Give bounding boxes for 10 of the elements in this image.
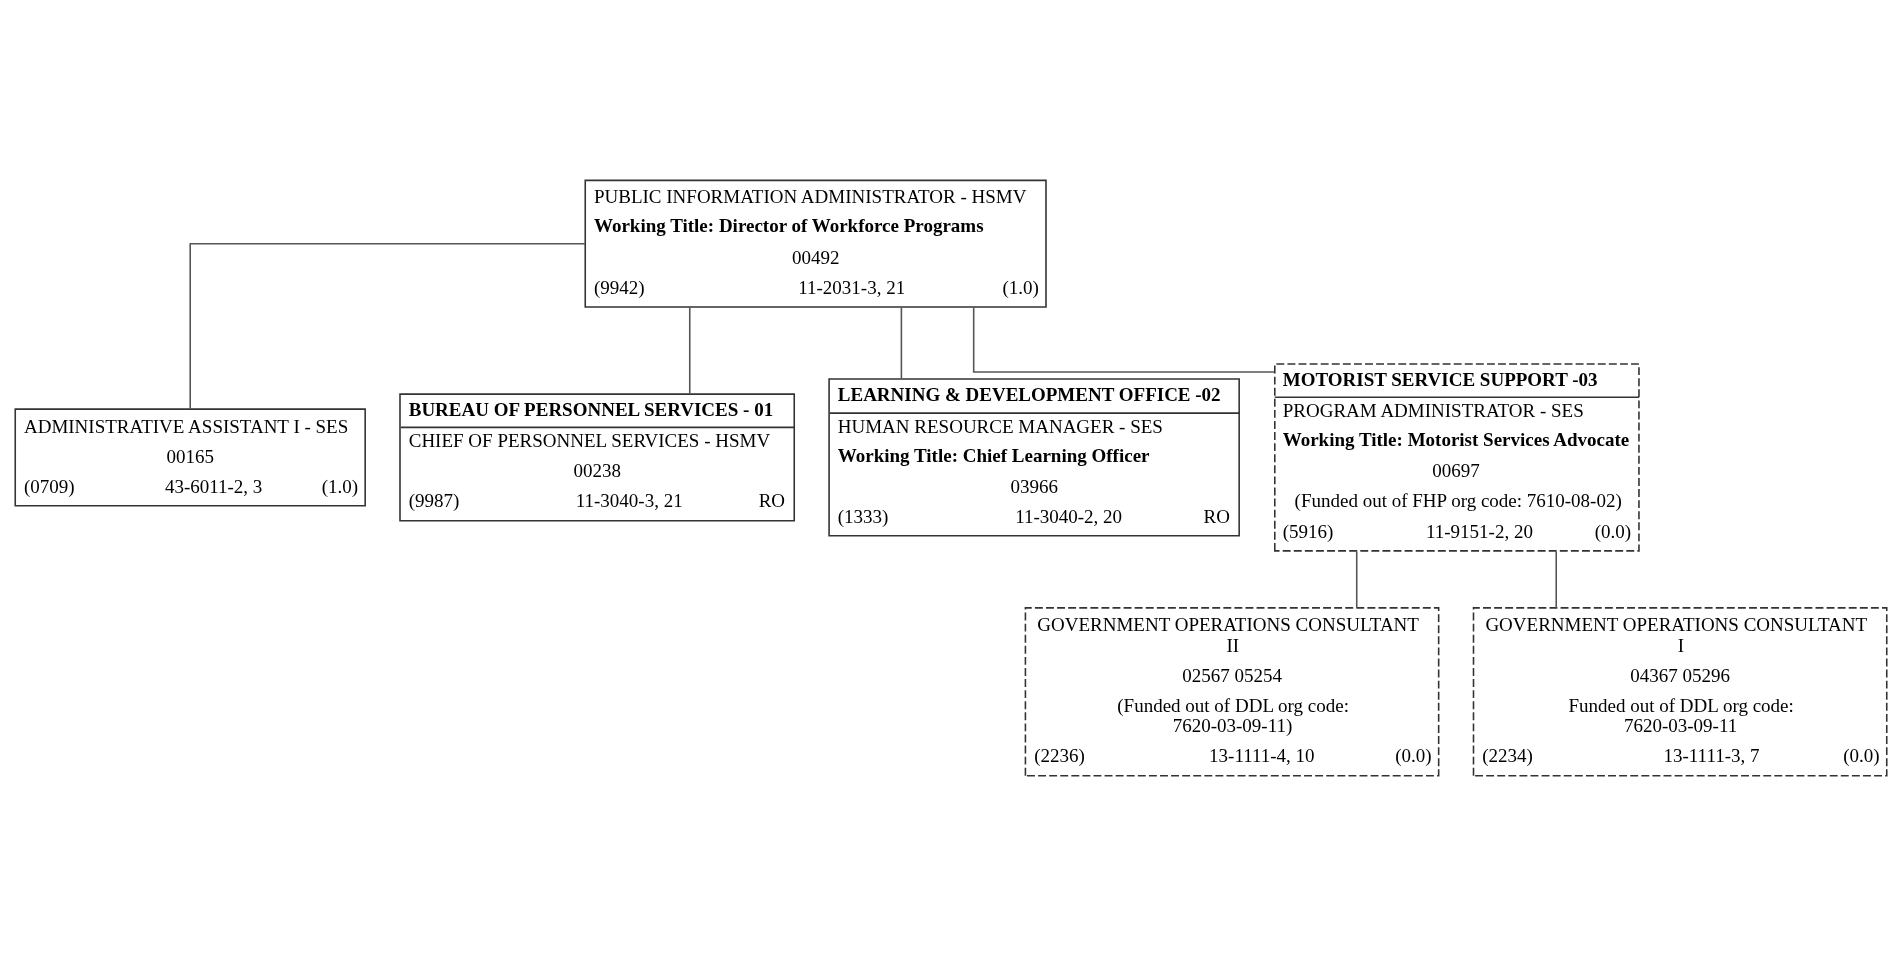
connector	[1355, 550, 1358, 609]
connector	[688, 306, 691, 395]
node-box: GOVERNMENT OPERATIONS CONSULTANT I 04367 05296 Funded out of DDL org code: 7620-03-09-11 (2234) 13-1111-3, 7 (0.0)	[1472, 607, 1888, 777]
connector	[189, 242, 586, 410]
node-box: GOVERNMENT OPERATIONS CONSULTANT II 02567 05254 (Funded out of DDL org code: 7620-03-09-11) (2236) 13-1111-4, 10 (0.0)	[1024, 607, 1440, 777]
connector	[900, 306, 903, 380]
node-box: PUBLIC INFORMATION ADMINISTRATOR - HSMV Working Title: Director of Workforce Programs 00492 (9942) 11-2031-3, 21 (1.0)	[584, 179, 1047, 308]
node-box: ADMINISTRATIVE ASSISTANT I - SES 00165 (0709) 43-6011-2, 3 (1.0)	[14, 408, 366, 507]
connector	[1555, 550, 1557, 609]
connector	[972, 306, 1275, 373]
